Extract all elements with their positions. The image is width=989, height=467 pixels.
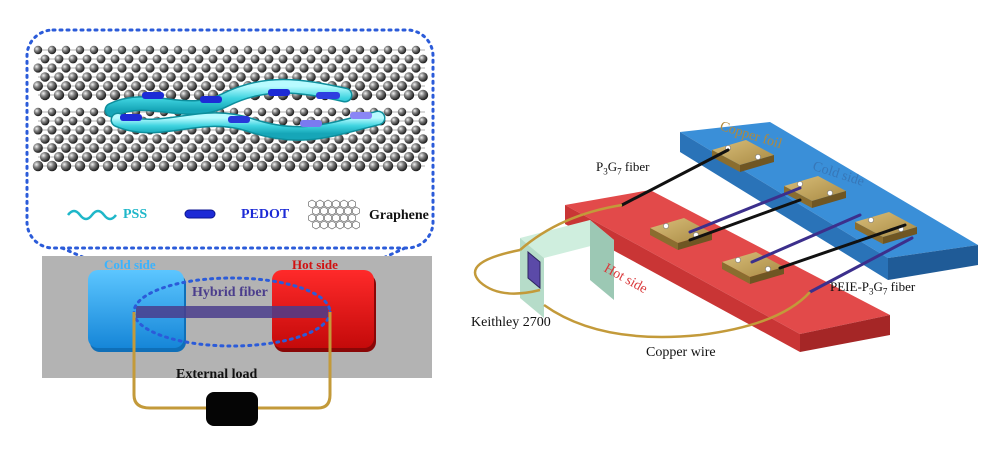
p3g7-tail: fiber [621,159,650,174]
graphene-legend-icon [308,199,360,230]
cold-side-label: Cold side [104,257,156,272]
copper-wire-label: Copper wire [646,345,716,360]
legend-pss-label: PSS [123,207,148,222]
wire-keithley-top [519,203,623,251]
wire-keithley-left [473,248,541,295]
peie-base: PEIE-P [830,279,869,294]
external-wire [132,312,332,410]
legend-icons [67,209,216,221]
hybrid-fiber-label: Hybrid fiber [192,285,268,300]
p3g7-sub2: 7 [617,166,622,177]
wire-keithley-bottom [543,291,811,339]
keithley-label: Keithley 2700 [471,315,551,330]
peie-sub1: 3 [869,286,874,297]
hybrid-fiber-bar [136,306,328,318]
p3g7-base: P [596,159,604,174]
p3g7-mid: G [607,159,618,174]
keithley-meter [520,220,614,318]
hot-side-label: Hot side [292,257,338,272]
peie-fiber-label: PEIE-P3G7 fiber [830,280,915,297]
legend-pedot-label: PEDOT [241,207,290,222]
pss-pedot-chains [104,78,386,141]
p3g7-sub1: 3 [603,166,608,177]
legend-graphene-label: Graphene [369,208,429,223]
external-load-box [206,392,258,426]
peie-sub2: 7 [882,286,888,297]
peie-mid: G [873,279,883,294]
external-load-label: External load [176,367,258,382]
p3g7-fiber-label: P3G7 fiber [596,160,649,177]
fibers [620,148,914,294]
peie-tail: fiber [887,279,916,294]
